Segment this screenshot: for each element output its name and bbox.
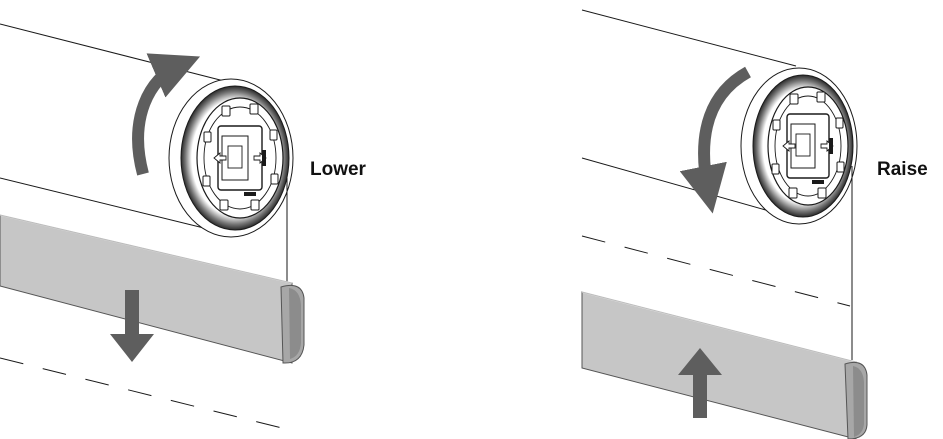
bottom-bar xyxy=(0,214,305,364)
down-arrow-icon xyxy=(110,290,154,362)
dashed-target-line xyxy=(0,357,291,431)
rotation-arrow-icon xyxy=(679,66,752,214)
roller-end-mechanism xyxy=(168,78,294,238)
label-raise: Raise xyxy=(877,159,928,180)
label-lower: Lower xyxy=(310,159,367,180)
rotation-arrow-icon xyxy=(132,53,201,176)
roller-end-mechanism xyxy=(740,67,858,225)
panel-raise: Raise xyxy=(581,9,928,439)
bottom-bar xyxy=(581,291,868,439)
up-arrow-icon xyxy=(678,348,722,418)
dashed-origin-line xyxy=(581,235,851,307)
panel-lower: Lower xyxy=(0,23,367,431)
